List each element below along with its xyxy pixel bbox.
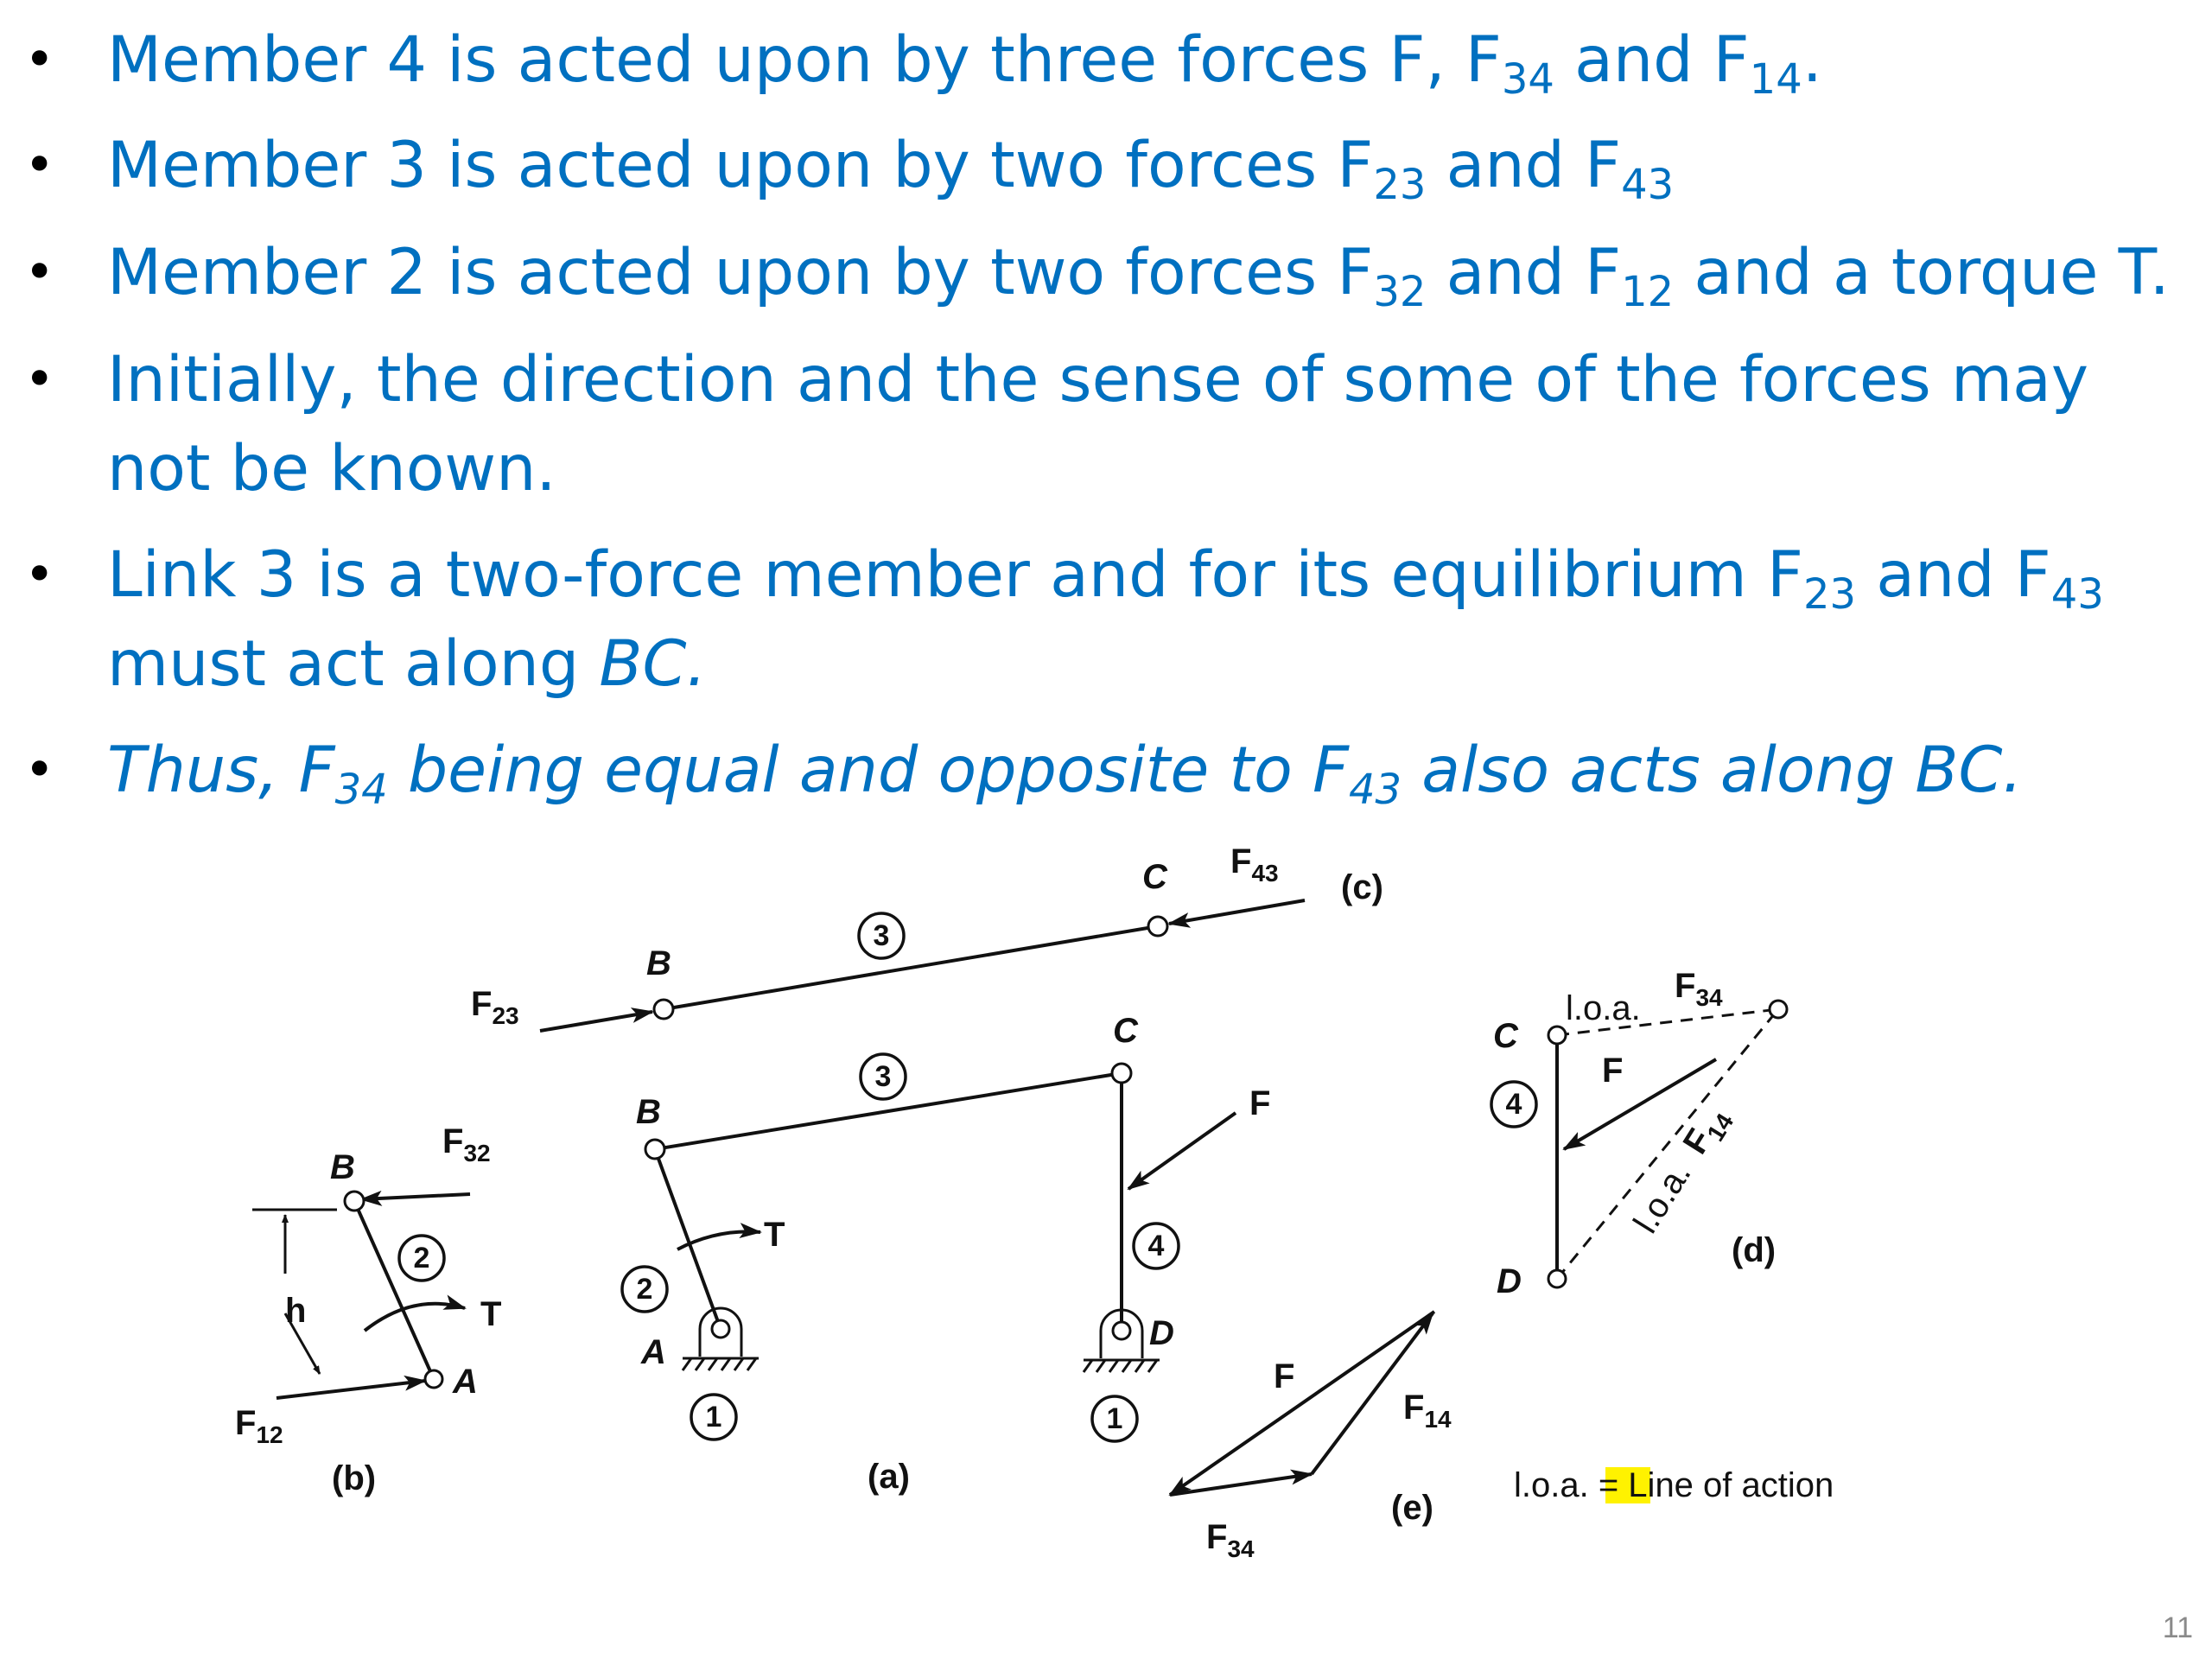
bullet-text: Member 3 is acted upon by two forces F23… <box>107 129 1675 209</box>
point-c-label: C <box>1493 1017 1519 1055</box>
bullet-text: Thus, F34 being equal and opposite to F4… <box>107 734 2023 814</box>
bullet-text: Member 2 is acted upon by two forces F32… <box>107 236 2170 316</box>
figure-d: 4 C D l.o.a. F34 F l.o.a. F14 (d) <box>1490 967 1789 1300</box>
link-1-label: 1 <box>706 1401 722 1433</box>
point-b-label: B <box>646 944 671 982</box>
bullet-dot: • <box>24 544 55 605</box>
bullet-dot: • <box>24 242 55 302</box>
force-f-label: F <box>1602 1052 1623 1090</box>
link-4-label: 4 <box>1148 1230 1165 1262</box>
caption-c: (c) <box>1341 868 1383 906</box>
point-c-label: C <box>1113 1012 1139 1050</box>
point-d-label: D <box>1149 1314 1174 1352</box>
mechanism-diagram: 3 B C F23 F43 (c) <box>235 842 1834 1562</box>
f32-label: F32 <box>442 1122 491 1166</box>
bullet-text: Member 4 is acted upon by three forces F… <box>107 23 1822 104</box>
torque-t-label: T <box>480 1295 501 1333</box>
figure-c: 3 B C F23 F43 (c) <box>471 842 1383 1033</box>
f34-label: F34 <box>1206 1518 1255 1562</box>
page-number: 11 <box>2162 1611 2193 1644</box>
bullet-dot: • <box>24 135 55 195</box>
bullet-dot: • <box>24 29 55 90</box>
loa-label: l.o.a. <box>1626 1156 1698 1240</box>
bullet-text: Initially, the direction and the sense o… <box>107 343 2089 505</box>
f43-label: F43 <box>1230 842 1279 887</box>
figure-a: 3 2 4 1 1 B C A D F T (a) <box>620 1012 1270 1496</box>
f12-label: F12 <box>235 1404 283 1448</box>
caption-b: (b) <box>332 1459 376 1497</box>
bullet-dot: • <box>24 740 55 800</box>
point-d-label: D <box>1497 1262 1522 1300</box>
caption-a: (a) <box>868 1458 910 1496</box>
link-4-label: 4 <box>1506 1088 1522 1121</box>
link-1-label: 1 <box>1107 1402 1123 1435</box>
f14-label: F14 <box>1403 1389 1452 1433</box>
link-3-label: 3 <box>874 919 890 952</box>
point-b-label: B <box>330 1148 355 1186</box>
figure-b: 2 B A h T F32 F12 (b) <box>235 1122 501 1497</box>
torque-t-label: T <box>764 1216 785 1254</box>
figure-e: F F14 F34 (e) <box>1168 1310 1452 1562</box>
f14-label: F14 <box>1676 1099 1739 1164</box>
bullet-dot: • <box>24 349 55 410</box>
caption-e: (e) <box>1391 1489 1433 1527</box>
link-2-label: 2 <box>637 1273 653 1306</box>
point-b-label: B <box>636 1093 661 1131</box>
bullet-text: Link 3 is a two-force member and for its… <box>107 538 2104 701</box>
legend: l.o.a. = Line of action <box>1514 1466 1834 1504</box>
link-3-label: 3 <box>875 1060 892 1093</box>
caption-d: (d) <box>1732 1231 1776 1269</box>
f34-label: F34 <box>1675 967 1723 1011</box>
distance-h-label: h <box>285 1292 306 1330</box>
force-f-label: F <box>1249 1084 1270 1122</box>
point-a-label: A <box>452 1363 478 1401</box>
loa-label: l.o.a. <box>1566 989 1641 1027</box>
point-a-label: A <box>640 1333 666 1371</box>
point-c-label: C <box>1142 858 1168 896</box>
legend-text: l.o.a. = Line of action <box>1514 1466 1834 1504</box>
force-f-label: F <box>1274 1357 1294 1395</box>
f23-label: F23 <box>471 985 519 1029</box>
link-2-label: 2 <box>414 1242 430 1274</box>
